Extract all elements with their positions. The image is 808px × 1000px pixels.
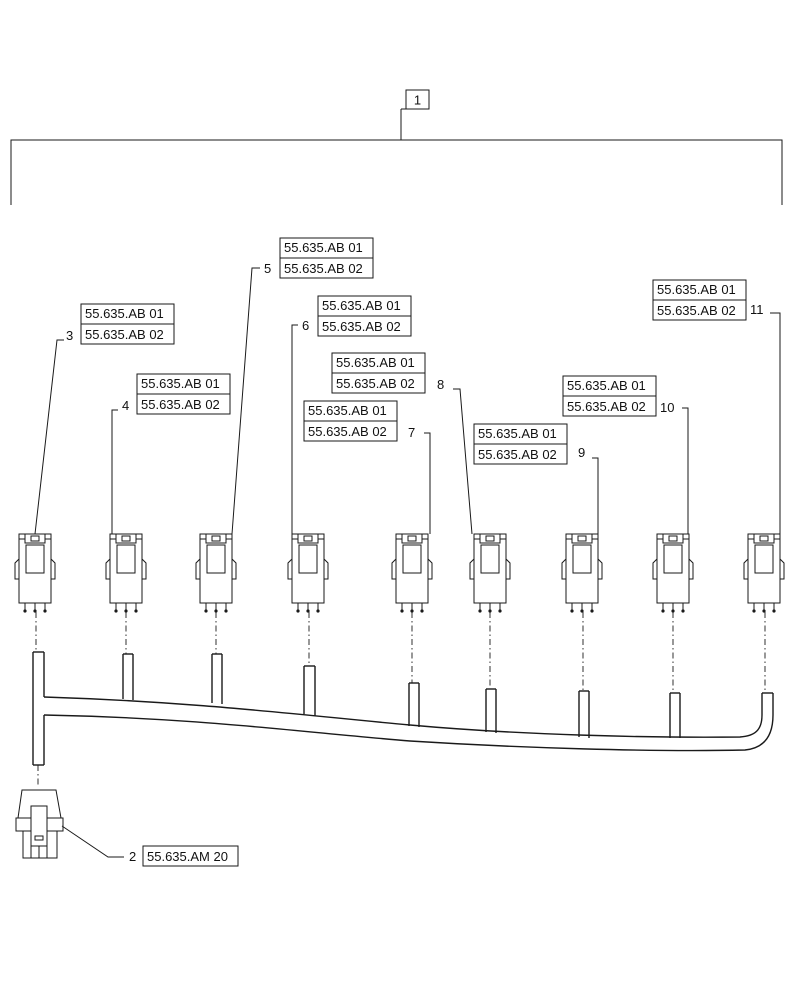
connectors (14, 533, 785, 614)
callout-number-4: 4 (122, 398, 129, 413)
ref-3-top: 55.635.AB 01 (85, 306, 164, 321)
callout-number-5: 5 (264, 261, 271, 276)
ref-4-top: 55.635.AB 01 (141, 376, 220, 391)
callout-number-6: 6 (302, 318, 309, 333)
ref-8-bottom: 55.635.AB 02 (336, 376, 415, 391)
ref-11-bottom: 55.635.AB 02 (657, 303, 736, 318)
callout-number-8: 8 (437, 377, 444, 392)
callout-number-3: 3 (66, 328, 73, 343)
connector-11 (743, 533, 785, 614)
main-connector (15, 789, 64, 859)
ref-4-bottom: 55.635.AB 02 (141, 397, 220, 412)
ref-9-top: 55.635.AB 01 (478, 426, 557, 441)
assembly-bracket: 1 (10, 89, 783, 205)
callout-number-9: 9 (578, 445, 585, 460)
ref-10-bottom: 55.635.AB 02 (567, 399, 646, 414)
connector-8 (469, 533, 511, 614)
ref-5-top: 55.635.AB 01 (284, 240, 363, 255)
callout-number-2: 2 (129, 849, 136, 864)
alignment-lines (35, 612, 766, 785)
ref-11-top: 55.635.AB 01 (657, 282, 736, 297)
connector-9 (561, 533, 603, 614)
ref-9-bottom: 55.635.AB 02 (478, 447, 557, 462)
harness-wiring (32, 651, 774, 766)
ref-2: 55.635.AM 20 (147, 849, 228, 864)
ref-8-top: 55.635.AB 01 (336, 355, 415, 370)
ref-5-bottom: 55.635.AB 02 (284, 261, 363, 276)
callout-number-10: 10 (660, 400, 674, 415)
ref-6-top: 55.635.AB 01 (322, 298, 401, 313)
connector-4 (105, 533, 147, 614)
connector-3 (14, 533, 56, 614)
ref-6-bottom: 55.635.AB 02 (322, 319, 401, 334)
connector-5 (195, 533, 237, 614)
callout-number-11: 11 (750, 302, 764, 317)
callout-number-7: 7 (408, 425, 415, 440)
ref-3-bottom: 55.635.AB 02 (85, 327, 164, 342)
connector-6 (287, 533, 329, 614)
ref-10-top: 55.635.AB 01 (567, 378, 646, 393)
ref-7-top: 55.635.AB 01 (308, 403, 387, 418)
assembly-item-number: 1 (414, 93, 421, 108)
callout-labels: 3 55.635.AB 01 55.635.AB 02 4 55.635.AB … (66, 237, 764, 867)
ref-7-bottom: 55.635.AB 02 (308, 424, 387, 439)
callout-leaders (34, 267, 781, 858)
connector-10 (652, 533, 694, 614)
connector-7 (391, 533, 433, 614)
